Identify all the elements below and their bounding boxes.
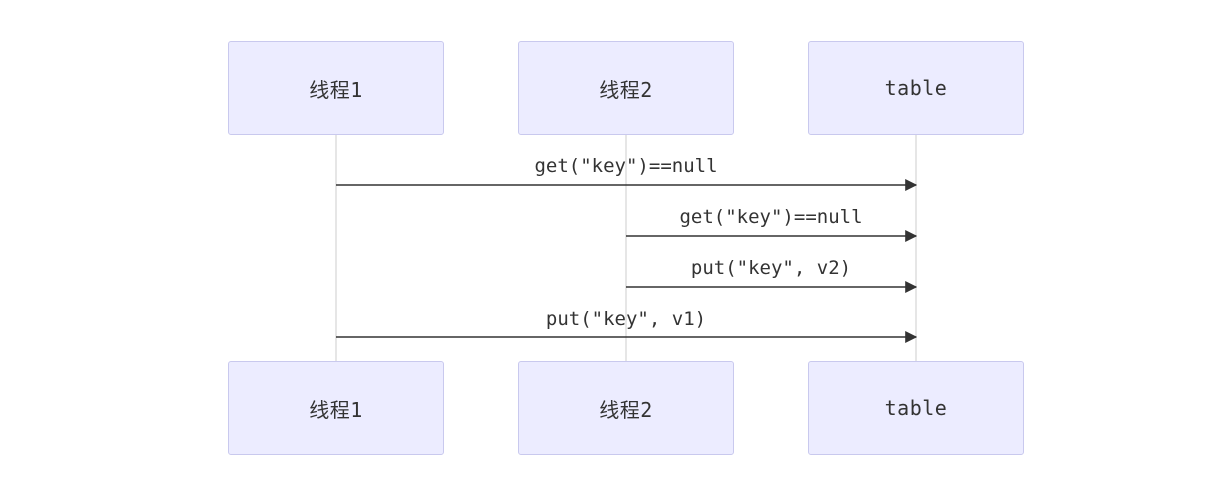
actor-label: 线程1 [309,77,363,102]
actor-bottom-t2: 线程2 [518,361,734,455]
actor-top-t2: 线程2 [518,41,734,135]
message-label-2: get("key")==null [679,206,863,228]
actor-label: 线程1 [309,397,363,422]
message-label-3: put("key", v2) [690,257,852,279]
actor-label: table [884,76,948,100]
actor-top-table: table [808,41,1024,135]
actor-label: table [884,396,948,420]
actor-label: 线程2 [599,77,653,102]
actor-bottom-table: table [808,361,1024,455]
message-label-1: get("key")==null [534,155,718,177]
actor-label: 线程2 [599,397,653,422]
message-label-4: put("key", v1) [545,308,707,330]
actor-bottom-t1: 线程1 [228,361,444,455]
actor-top-t1: 线程1 [228,41,444,135]
